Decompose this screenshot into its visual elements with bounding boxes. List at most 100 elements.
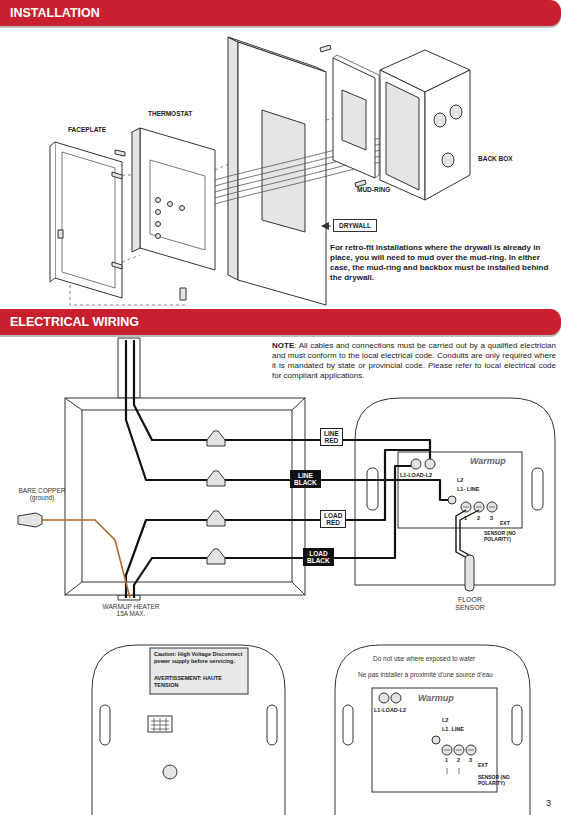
wire-nuts-part [18,513,42,527]
back-plate-right-part [444,750,474,751]
thermostat [132,128,215,270]
back-plate-right-part [432,736,440,744]
thermostat-part [140,128,215,270]
wire-tag: LOAD RED [320,510,346,528]
thermostat-part [132,128,140,252]
back-plate-right-part [335,645,530,815]
back-box-part [442,153,454,167]
warning-text: Do not use where exposed to water [373,655,475,662]
node-text: DRYWALL [339,222,371,229]
part-label: BACK BOX [478,155,513,162]
back-box-part [386,82,419,190]
back-plate-right [335,645,530,815]
mud-ring [333,55,379,178]
thermostat-back-plate-part [367,468,378,510]
wiring-note: : All cables and connections must be car… [272,341,556,380]
section-banner: INSTALLATION [0,0,561,26]
mud-ring-part [333,58,375,178]
back-box-part [434,113,446,127]
node-text: LOAD RED [324,512,342,526]
back-plate-right-part [447,768,459,774]
faceplate [50,142,122,298]
warning-text: AVERTISSEMENT: HAUTE TENSION [154,675,244,688]
thermostat-part [156,222,161,227]
faceplate-part [58,230,63,238]
wire-tag: LOAD BLACK [303,548,334,566]
back-plate-left [92,645,285,815]
sensor-label: FLOOR SENSOR [452,596,488,612]
brand-logo: Warmup [418,693,454,703]
supply-wires [42,340,207,598]
supply-wires-part [126,520,207,598]
thermostat-part [156,210,161,215]
faceplate-part [50,142,55,282]
junction-box-part [82,410,292,582]
terminal-label: L1. LINE [442,726,464,732]
thermostat-wires-part [223,480,448,500]
conduit-part [118,338,140,398]
drywall-arrow [322,226,331,227]
supply-wires-part [42,520,130,598]
back-plate-right-part [512,705,522,745]
pin-number: 1 [445,757,448,763]
screws-part [180,288,186,300]
thermostat-back-plate-part [463,507,495,508]
screws-part [355,180,366,187]
page-number: 3 [546,798,551,808]
note-heading: NOTE [272,341,294,350]
thermostat-part [156,234,161,239]
wire-nuts-part [207,549,225,564]
back-box [380,50,470,200]
wire-nuts-part [207,471,225,486]
back-plate-left-part [100,705,110,745]
screws-part [320,45,331,52]
sensor-cable-part [460,510,479,556]
supply-wires-part [134,558,207,598]
junction-box-part [65,398,305,595]
heater-label: WARMUP HEATER 15A MAX. [102,603,160,618]
wire-tag: LINE BLACK [290,470,321,488]
wire-label: BARE COPPER (ground) [14,487,70,502]
pin-number: 3 [469,757,472,763]
callout-box: DRYWALL [333,219,377,232]
thermostat-back-plate-part [448,496,456,504]
supply-wires-part [126,340,207,480]
node-text: LINE RED [324,430,339,444]
back-box-part [425,70,470,200]
back-plate-left-part [151,718,169,731]
terminal-label: L2 [442,717,448,723]
brand-logo: Warmup [470,456,506,466]
part-label: MUD-RING [357,186,390,193]
part-label: FACEPLATE [68,126,106,133]
back-plate-right-part [379,693,389,703]
terminal-label: L1-LOAD-L2 [400,472,432,478]
back-plate-left-part [92,645,285,815]
pin-number: 1 [464,515,467,521]
terminal-label: SENSOR (NO POLARITY) [484,531,524,543]
drywall-part [228,37,238,280]
drywall [228,37,326,305]
terminal-label: SENSOR (NO POLARITY) [478,775,520,787]
node-text: ELECTRICAL WIRING [10,309,561,335]
thermostat-part [180,206,185,211]
faceplate-part [62,152,115,288]
node-text: LOAD BLACK [307,550,330,564]
install-note: For retro-fit installations where the dr… [330,243,556,283]
back-box-part [380,70,425,200]
pin-number: 2 [477,515,480,521]
note-paragraph: NOTE: All cables and connections must be… [272,341,556,381]
section-banner: ELECTRICAL WIRING [0,309,561,335]
thermostat-back-plate-part [425,459,435,469]
back-plate-right-part [391,693,401,703]
faceplate-part [55,142,122,298]
warning-text: Ne pas installer à proximité d'une sourc… [358,671,493,678]
back-plate-left-part [148,716,172,732]
wire-nuts-part [207,431,225,446]
thermostat-part [150,160,205,250]
sensor-cable-part [465,555,474,591]
pin-number: 3 [490,515,493,521]
wire-tag: LINE RED [320,428,343,446]
sensor-cable [456,510,479,591]
warning-text: Caution: High Voltage Disconnect power s… [154,651,244,664]
